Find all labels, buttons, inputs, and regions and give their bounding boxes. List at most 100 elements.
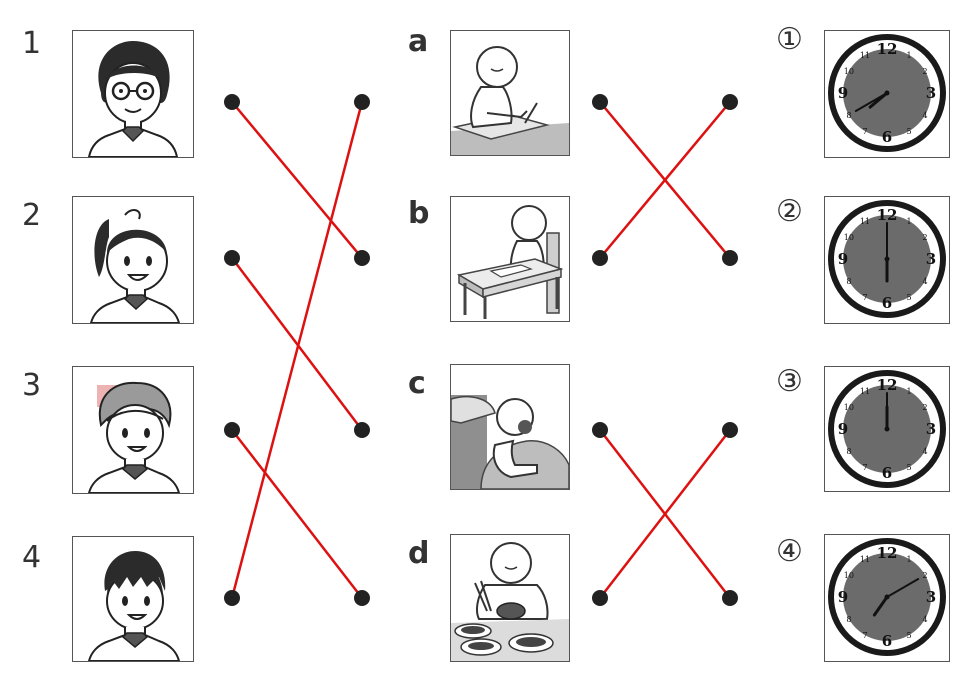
connector-dot-col2-row4[interactable] — [354, 590, 370, 606]
child-studying-at-table-illustration-icon — [456, 205, 564, 319]
match-line-1-b — [231, 101, 363, 259]
clock-numeral: 4 — [923, 615, 928, 624]
clock-numeral: 2 — [923, 67, 928, 76]
clock-center — [884, 256, 890, 262]
clock-numeral: 3 — [926, 84, 936, 102]
clock-numeral: 4 — [923, 447, 928, 456]
boy-short-hair-illustration-icon — [87, 551, 181, 661]
clock-numeral: 1 — [906, 51, 911, 60]
person-card-3 — [72, 366, 194, 494]
activity-label-d: d — [408, 536, 430, 571]
person-label-2: 2 — [22, 198, 42, 233]
activity-card-d — [450, 534, 570, 662]
clock-numeral: 12 — [877, 206, 898, 224]
clock-numeral: 8 — [846, 277, 851, 286]
clock-numeral: 3 — [926, 420, 936, 438]
clock-numeral: 7 — [862, 631, 867, 640]
match-line-d-clock-3 — [599, 429, 731, 599]
clock-numeral: 9 — [838, 250, 848, 268]
clock-numeral: 2 — [923, 233, 928, 242]
connector-dot-col1-row3[interactable] — [224, 422, 240, 438]
clock-numeral: 1 — [906, 387, 911, 396]
clock-numeral: 1 — [906, 555, 911, 564]
clock-numeral: 5 — [906, 127, 911, 136]
person-card-1 — [72, 30, 194, 158]
clock-numeral: 4 — [923, 277, 928, 286]
activity-label-a: a — [408, 24, 429, 59]
person-label-3: 3 — [22, 368, 42, 403]
clock-numeral: 6 — [882, 632, 892, 650]
clock-numeral: 10 — [844, 233, 854, 242]
child-writing-at-desk-illustration-icon — [451, 46, 569, 155]
clock-label-4: ④ — [776, 534, 803, 569]
clock-numeral: 6 — [882, 294, 892, 312]
clock-numeral: 12 — [877, 376, 898, 394]
clock-numeral: 11 — [860, 387, 870, 396]
clock-numeral: 4 — [923, 111, 928, 120]
match-line-b-clock-1 — [599, 101, 731, 259]
clock-numeral: 2 — [923, 403, 928, 412]
activity-card-c — [450, 364, 570, 490]
connector-dot-col1-row1[interactable] — [224, 94, 240, 110]
connector-dot-col3-row2[interactable] — [592, 250, 608, 266]
clock-numeral: 11 — [860, 51, 870, 60]
girl-glasses-illustration-icon — [87, 41, 179, 157]
minute-hand — [886, 578, 920, 598]
clock-label-1: ① — [776, 22, 803, 57]
clock-numeral: 9 — [838, 420, 848, 438]
connector-dot-col3-row1[interactable] — [592, 94, 608, 110]
connector-dot-col2-row1[interactable] — [354, 94, 370, 110]
person-card-4 — [72, 536, 194, 662]
clock-numeral: 7 — [862, 127, 867, 136]
connector-dot-col2-row2[interactable] — [354, 250, 370, 266]
clock-numeral: 5 — [906, 293, 911, 302]
connector-dot-col4-row2[interactable] — [722, 250, 738, 266]
clock-numeral: 12 — [877, 40, 898, 58]
activity-card-b — [450, 196, 570, 322]
match-line-2-c — [231, 257, 363, 431]
connector-dot-col2-row3[interactable] — [354, 422, 370, 438]
activity-card-a — [450, 30, 570, 156]
person-label-4: 4 — [22, 540, 42, 575]
connector-dot-col4-row4[interactable] — [722, 590, 738, 606]
clock-numeral: 8 — [846, 111, 851, 120]
clock-numeral: 11 — [860, 555, 870, 564]
connector-dot-col1-row2[interactable] — [224, 250, 240, 266]
clock-label-3: ③ — [776, 364, 803, 399]
boy-curly-hair-illustration-icon — [87, 381, 181, 493]
clock-numeral: 6 — [882, 128, 892, 146]
connector-dot-col1-row4[interactable] — [224, 590, 240, 606]
clock-numeral: 10 — [844, 571, 854, 580]
connector-dot-col4-row1[interactable] — [722, 94, 738, 110]
clock-numeral: 12 — [877, 544, 898, 562]
connector-dot-col3-row4[interactable] — [592, 590, 608, 606]
hour-hand — [872, 595, 889, 617]
clock-numeral: 6 — [882, 464, 892, 482]
connector-dot-col4-row3[interactable] — [722, 422, 738, 438]
clock-numeral: 10 — [844, 403, 854, 412]
clock-numeral: 1 — [906, 217, 911, 226]
clock-numeral: 2 — [923, 571, 928, 580]
clock-center — [884, 426, 890, 432]
child-waking-up-in-bed-illustration-icon — [451, 395, 569, 489]
clock-numeral: 9 — [838, 588, 848, 606]
person-label-1: 1 — [22, 26, 42, 61]
match-line-4-a — [230, 101, 364, 599]
connector-dot-col3-row3[interactable] — [592, 422, 608, 438]
match-line-3-d — [231, 429, 363, 599]
clock-numeral: 8 — [846, 447, 851, 456]
clock-center — [884, 90, 890, 96]
clock-center — [884, 594, 890, 600]
clock-numeral: 9 — [838, 84, 848, 102]
activity-label-b: b — [408, 196, 430, 231]
child-eating-meal-illustration-icon — [451, 542, 569, 661]
clock-numeral: 7 — [862, 463, 867, 472]
minute-hand — [854, 92, 888, 112]
